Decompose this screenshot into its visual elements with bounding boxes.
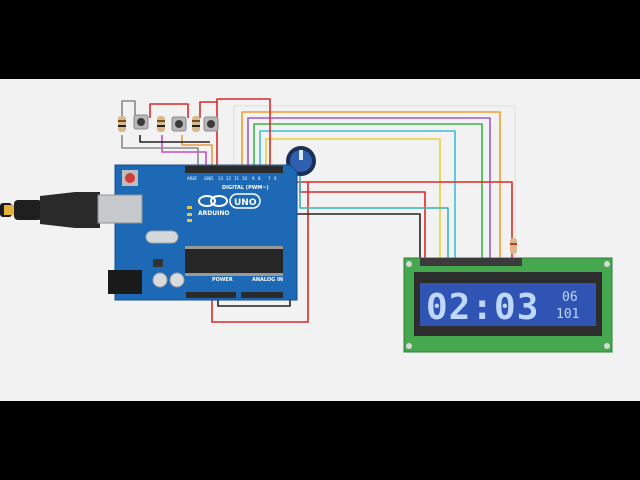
wire-gray-btn bbox=[121, 100, 136, 118]
analog-header[interactable] bbox=[241, 292, 283, 298]
wire-yellow bbox=[265, 138, 441, 258]
input-components bbox=[118, 114, 517, 254]
svg-text:GND: GND bbox=[204, 176, 213, 181]
arduino-logo: ARDUINO UNO bbox=[198, 193, 261, 217]
svg-text:6: 6 bbox=[274, 176, 277, 181]
reset-button[interactable] bbox=[122, 170, 138, 186]
push-button-1[interactable] bbox=[133, 114, 149, 130]
led-rx bbox=[187, 219, 192, 222]
power-jack[interactable] bbox=[108, 270, 142, 294]
resistor-2[interactable] bbox=[157, 116, 165, 132]
digital-header[interactable] bbox=[185, 166, 283, 173]
wire-red-lcd2 bbox=[299, 182, 426, 258]
wire-magenta-btn bbox=[161, 135, 207, 170]
led-l bbox=[187, 206, 192, 209]
resistor-3[interactable] bbox=[192, 116, 200, 132]
model-text: UNO bbox=[234, 198, 257, 208]
wire-cyan bbox=[259, 130, 456, 258]
svg-text:9: 9 bbox=[252, 176, 255, 181]
digital-label: DIGITAL (PWM~) bbox=[222, 185, 269, 191]
push-button-3[interactable] bbox=[203, 116, 219, 132]
capacitor-1 bbox=[152, 272, 168, 288]
wire-red-lcd bbox=[285, 181, 513, 258]
wire-black-btn bbox=[139, 135, 210, 143]
lcd-small-bottom: 101 bbox=[556, 307, 579, 322]
wire-red-btn1 bbox=[149, 103, 189, 118]
resistor-1[interactable] bbox=[118, 116, 126, 132]
lcd-small-top: 06 bbox=[562, 290, 578, 305]
svg-text:10: 10 bbox=[242, 176, 248, 181]
svg-text:13: 13 bbox=[218, 176, 224, 181]
wire-violet bbox=[247, 117, 491, 258]
wire-white bbox=[233, 105, 516, 258]
wire-orange-btn bbox=[181, 135, 213, 170]
brand-text: ARDUINO bbox=[198, 210, 229, 217]
lcd-screen bbox=[420, 283, 596, 326]
svg-text:12: 12 bbox=[226, 176, 232, 181]
led-tx bbox=[187, 213, 192, 216]
svg-text:AREF: AREF bbox=[187, 176, 198, 181]
lcd-clock: 02:03 bbox=[426, 287, 539, 328]
wire-red-top bbox=[216, 98, 271, 170]
wire-gray-btn2 bbox=[121, 135, 199, 170]
svg-text:11: 11 bbox=[234, 176, 240, 181]
power-header[interactable] bbox=[186, 292, 236, 298]
wire-red-btn2 bbox=[199, 101, 217, 118]
regulator bbox=[153, 259, 163, 267]
usb-plug-icon bbox=[4, 205, 16, 215]
analog-label: ANALOG IN bbox=[252, 277, 283, 283]
wire-teal-pot bbox=[299, 174, 449, 258]
wire-orange bbox=[241, 111, 501, 258]
potentiometer[interactable] bbox=[286, 146, 316, 176]
crystal bbox=[145, 230, 179, 244]
wire-red-bottom bbox=[211, 182, 309, 323]
usb-port[interactable] bbox=[97, 194, 143, 224]
lcd-module[interactable]: 02:03 06 101 bbox=[403, 257, 613, 353]
svg-text:7: 7 bbox=[268, 176, 271, 181]
svg-text:8: 8 bbox=[258, 176, 261, 181]
capacitor-2 bbox=[169, 272, 185, 288]
lcd-resistor[interactable] bbox=[510, 238, 517, 254]
wire-green bbox=[253, 123, 483, 258]
push-button-2[interactable] bbox=[171, 116, 187, 132]
atmega-chip bbox=[185, 246, 283, 276]
power-label: POWER bbox=[212, 277, 233, 283]
wire-black-gnd bbox=[292, 195, 421, 258]
lcd-header-pins bbox=[420, 258, 522, 266]
